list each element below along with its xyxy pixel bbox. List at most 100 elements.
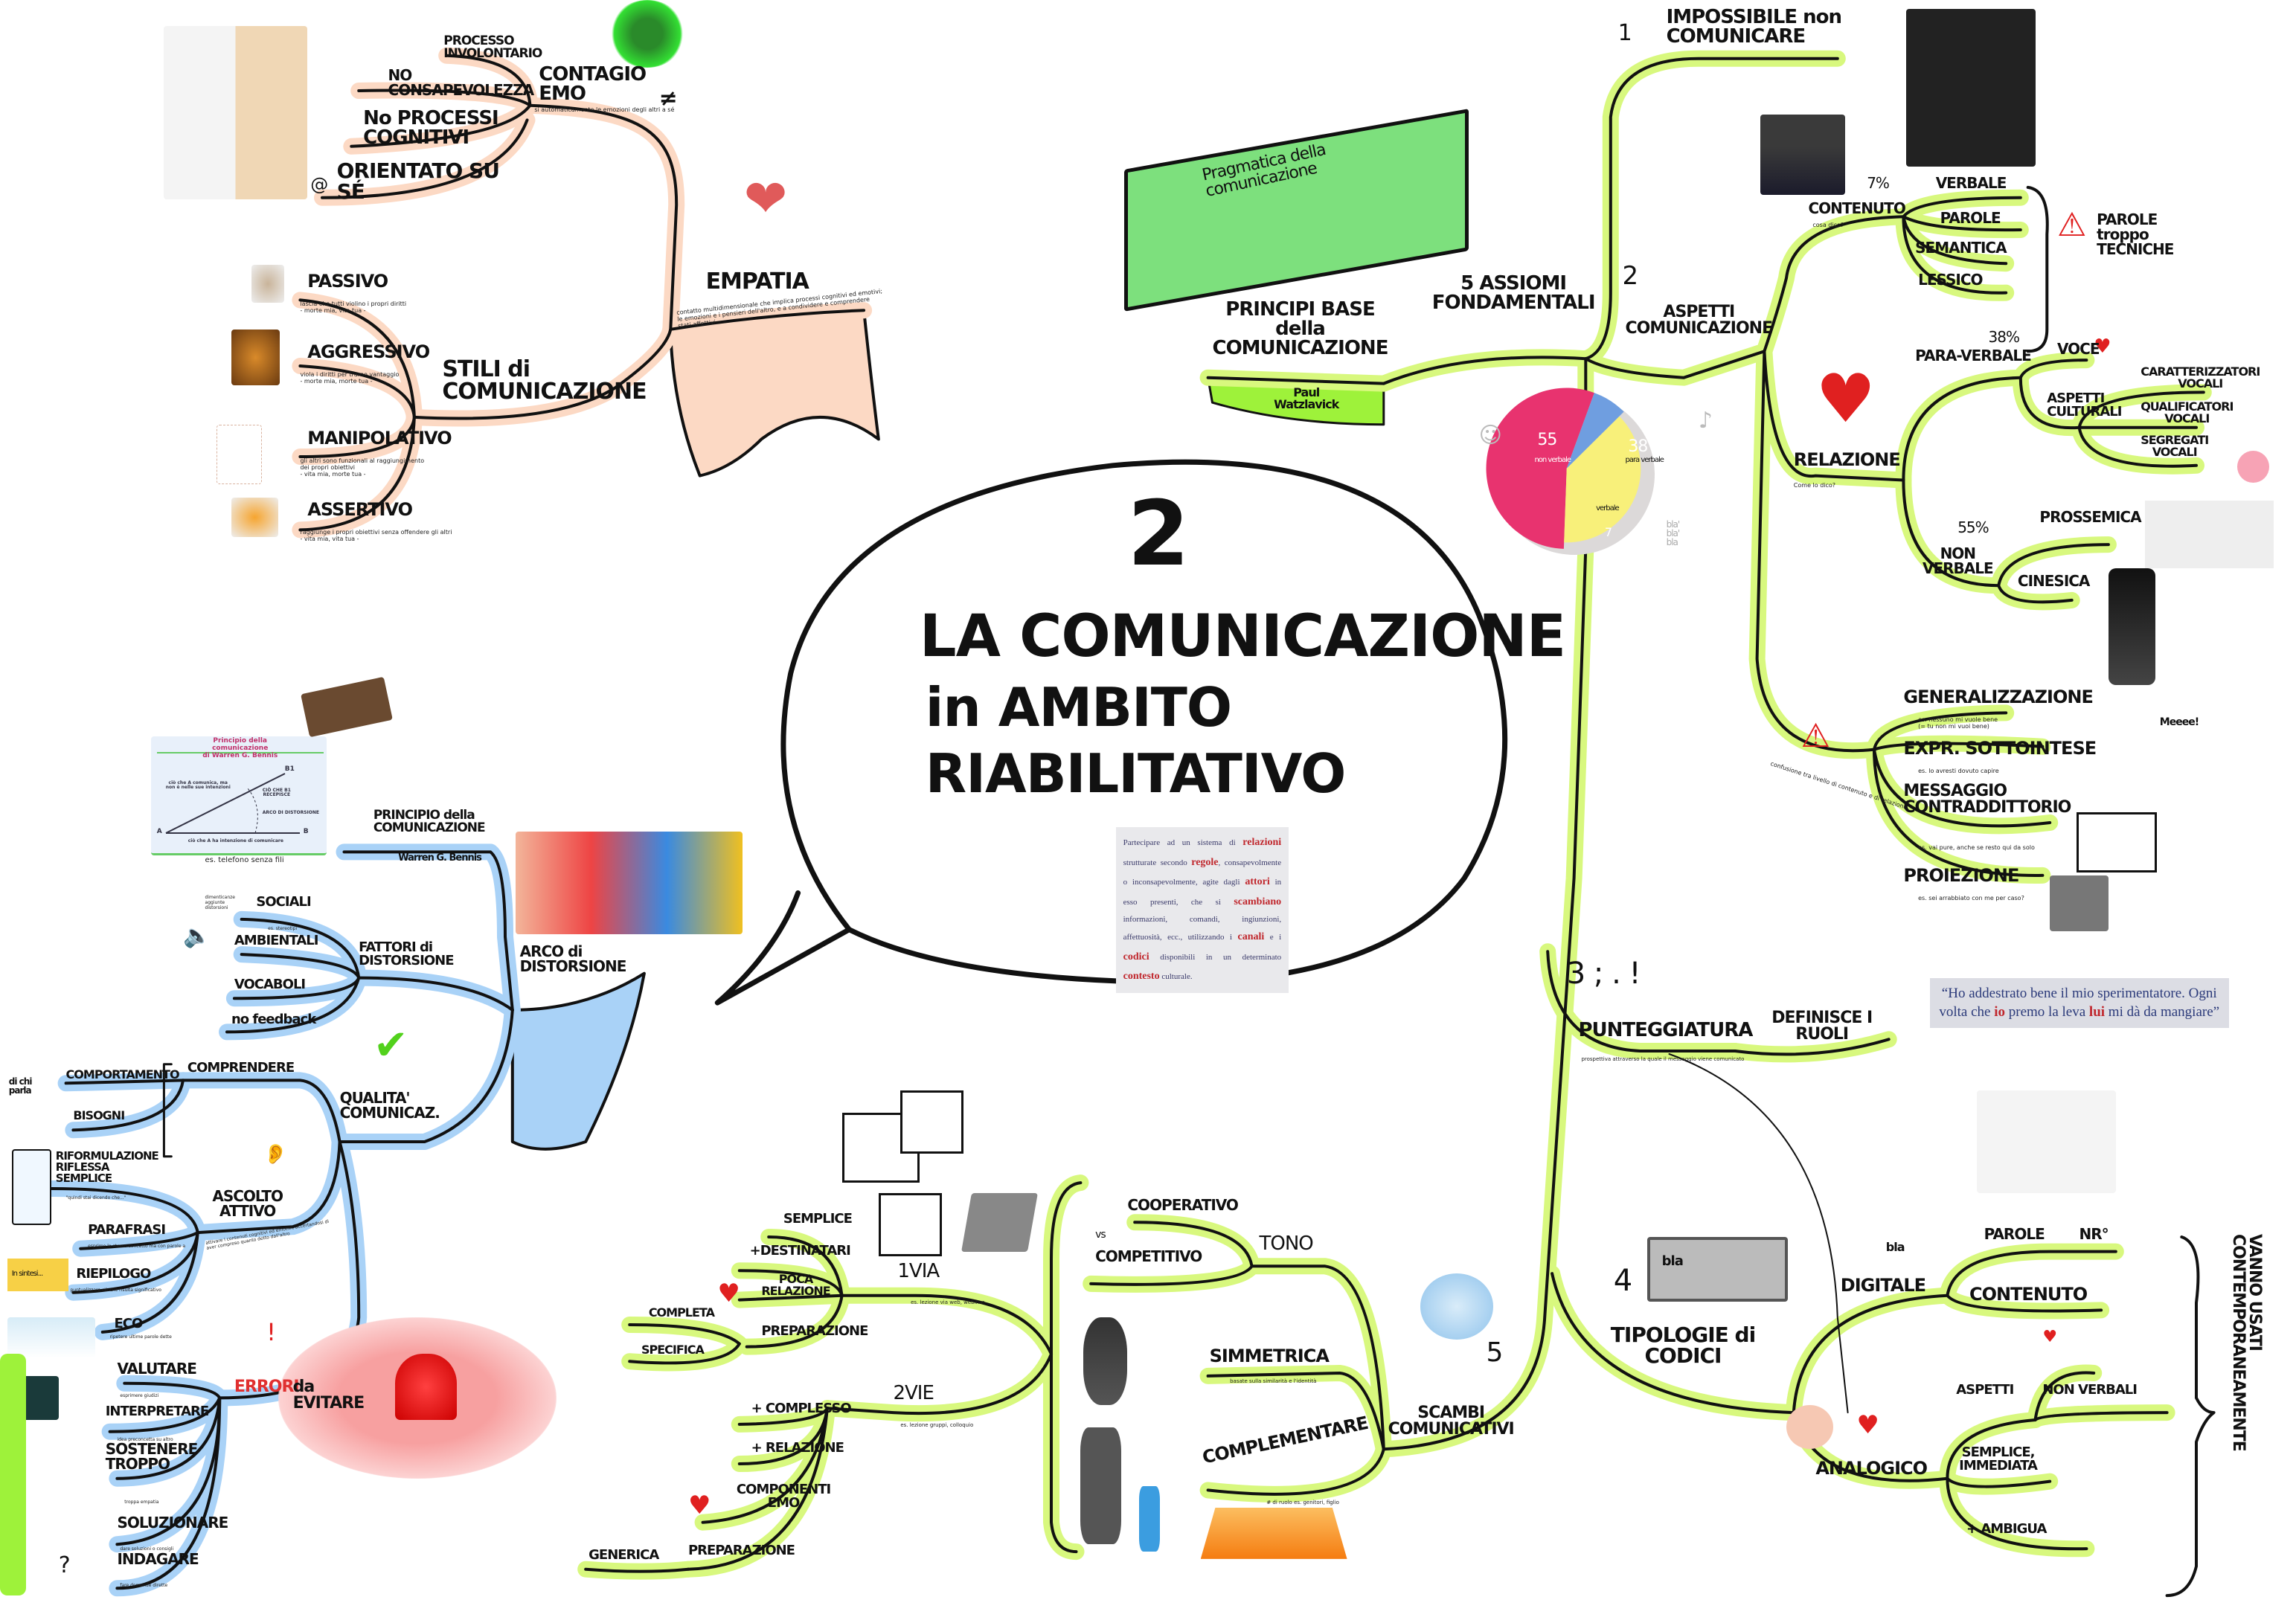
note-sociali: dimenticanze aggiunte distorsioni	[205, 895, 235, 910]
branch-consapevolezza	[357, 89, 532, 107]
spider-icon	[1786, 1405, 1833, 1450]
bennis-point-a: A	[156, 827, 162, 835]
empatia-shape	[669, 309, 880, 478]
label-fattore: VOCABOLI	[234, 976, 306, 992]
label-contenuto-item: PAROLE	[1940, 209, 2001, 228]
note-errore-relazione: es. sei arrabbiato con me per caso?	[1918, 895, 2024, 902]
definition-text: attori	[1245, 876, 1270, 888]
label-fattori-distorsione: FATTORI di DISTORSIONE	[359, 939, 454, 969]
label-1via-item: POCA RELAZIONE	[761, 1272, 830, 1299]
branch-paraverbale	[1902, 376, 2022, 482]
label-competitivo: COMPETITIVO	[1095, 1247, 1202, 1265]
bennis-arco: ARCO DI DISTORSIONE	[262, 809, 319, 815]
definition-text: e i	[1264, 933, 1282, 942]
quote-text: “Ho addestrato bene il mio sperimentator…	[1939, 985, 2217, 1021]
lion-image	[231, 329, 280, 385]
branch-comprendere	[182, 1079, 341, 1143]
label-orientato-su-se: ORIENTATO SU SÉ	[336, 158, 500, 205]
warning-icon-relazione: ⚠	[1800, 717, 1831, 756]
label-paraverbale: PARA-VERBALE	[1915, 347, 2032, 365]
note-ascolto-item: esprimo lo stesso concetto ma con parole…	[88, 1243, 186, 1249]
branch-verbale	[1902, 196, 2022, 219]
branch-manipolativo	[298, 415, 416, 458]
title-line-2: in AMBITO	[925, 676, 1232, 739]
branch-digitale-highlight	[1785, 1287, 1956, 1421]
label-comportamento: COMPORTAMENTO	[65, 1067, 180, 1082]
note-punteggiatura: prospettiva attraverso la quale il messa…	[1581, 1055, 1745, 1062]
definition-text: canali	[1237, 931, 1265, 943]
branch-segregati	[2077, 425, 2198, 468]
note-contenuto: cosa dico?	[1812, 222, 1844, 229]
note-sociali-es: es. stereotipi	[268, 925, 298, 931]
branch-vocaboli	[232, 976, 361, 1000]
branch-complesso	[737, 1407, 829, 1426]
relazione-heart-icon: ♥	[1815, 360, 1876, 438]
note-2vie: es. lezione gruppi, colloquio	[900, 1421, 974, 1428]
arco-shape	[510, 971, 646, 1151]
branch-cooperativo	[1133, 1221, 1254, 1268]
note-simmetrica: basate sulla similarità e l'identità	[1230, 1378, 1317, 1384]
axiom-3-number: 3 ; . !	[1566, 957, 1641, 992]
branch-competitivo	[1089, 1264, 1254, 1286]
label-definisce-ruoli: DEFINISCE I RUOLI	[1771, 1008, 1873, 1044]
branch-errori-relazione	[1755, 350, 1876, 753]
label-da-evitare: da EVITARE	[292, 1377, 365, 1413]
note-errore-relazione: es. lo avresti dovuto capire	[1918, 768, 1999, 775]
label-cinesica: CINESICA	[2017, 572, 2091, 591]
label-tipologie-codici: TIPOLOGIE di CODICI	[1610, 1322, 1756, 1369]
branch-parafrasi	[79, 1231, 199, 1250]
in-sintesi-note	[7, 1259, 69, 1291]
label-no-consapevolezza: NO CONSAPEVOLEZZA	[388, 65, 535, 99]
label-numeri: NR°	[2079, 1225, 2109, 1244]
label-no-processi-cognitivi: No PROCESSI COGNITIVI	[363, 106, 499, 149]
label-ascolto-item: RIEPILOGO	[76, 1266, 151, 1282]
branch-completa	[628, 1323, 741, 1346]
title-line-3: RIABILITATIVO	[925, 742, 1347, 805]
definition-text: relazioni	[1242, 836, 1282, 848]
label-errore-item: SOSTENERE TROPPO	[105, 1440, 199, 1473]
branch-semplice-1via	[767, 1235, 844, 1297]
axiom-5-number: 5	[1486, 1337, 1504, 1368]
bennis-title: Principio della comunicazione di Warren …	[202, 736, 278, 759]
label-errore-relazione: GENERALIZZAZIONE	[1903, 686, 2093, 707]
label-ascolto-item: PARAFRASI	[88, 1222, 166, 1238]
label-stili-comunicazione: STILI di COMUNICAZIONE	[442, 356, 647, 405]
bennis-point-b1: B1	[284, 765, 295, 773]
definition-text: Partecipare ad un sistema di	[1123, 838, 1243, 847]
question-magnifier-icon: ?	[58, 1552, 71, 1579]
heart-in-hand-icon: ❤	[743, 168, 788, 230]
branch-proiezione	[1873, 748, 2045, 877]
label-completa: COMPLETA	[648, 1305, 715, 1320]
branch-lessico	[1902, 215, 2008, 295]
label-principi-base: PRINCIPI BASE della COMUNICAZIONE	[1212, 298, 1389, 360]
note-style: lascia che tutti violino i propri diritt…	[300, 301, 407, 315]
definition-text: , consapevolmente o inconsapevolmente, a…	[1123, 858, 1282, 887]
label-author: Paul Watzlavick	[1274, 385, 1339, 411]
branch-parole-nr	[1946, 1250, 2117, 1297]
branch-aspetti-culturali	[2018, 376, 2081, 430]
note-style: viola i diritti per trarne vantaggio - m…	[300, 370, 400, 385]
branch-codici	[1551, 1272, 1795, 1415]
codici-brace	[2165, 1235, 2216, 1598]
branch-semplice	[1946, 1476, 2052, 1488]
label-cooperativo: COOPERATIVO	[1127, 1195, 1239, 1214]
branch-aspetti-analog	[1946, 1418, 2037, 1480]
label-qualita-comunicazione: QUALITA' COMUNICAZ.	[339, 1089, 440, 1122]
note-errore-relazione: es. nessuno mi vuole bene (= tu non mi v…	[1918, 716, 1998, 730]
voce-heart-icon: ♥	[2094, 335, 2111, 358]
branch-aggressivo	[298, 364, 416, 419]
pig-icon	[2237, 451, 2270, 483]
branch-impossibile	[1584, 57, 1839, 361]
label-1via-item: +DESTINATARI	[749, 1242, 851, 1259]
label-fattore: AMBIENTALI	[234, 932, 319, 948]
pct-nonverbale: 55%	[1957, 518, 1989, 536]
branch-sottointese	[1873, 742, 2045, 751]
branch-complementare	[1206, 1447, 1385, 1496]
branch-fattori	[357, 976, 514, 1012]
label-1via-item: PREPARAZIONE	[761, 1323, 868, 1340]
branch-1via	[840, 1293, 1053, 1356]
label-ascolto-item: ECO	[114, 1316, 144, 1332]
label-warren-bennis: Warren G. Bennis	[398, 852, 482, 864]
branch-specifica	[628, 1342, 741, 1365]
